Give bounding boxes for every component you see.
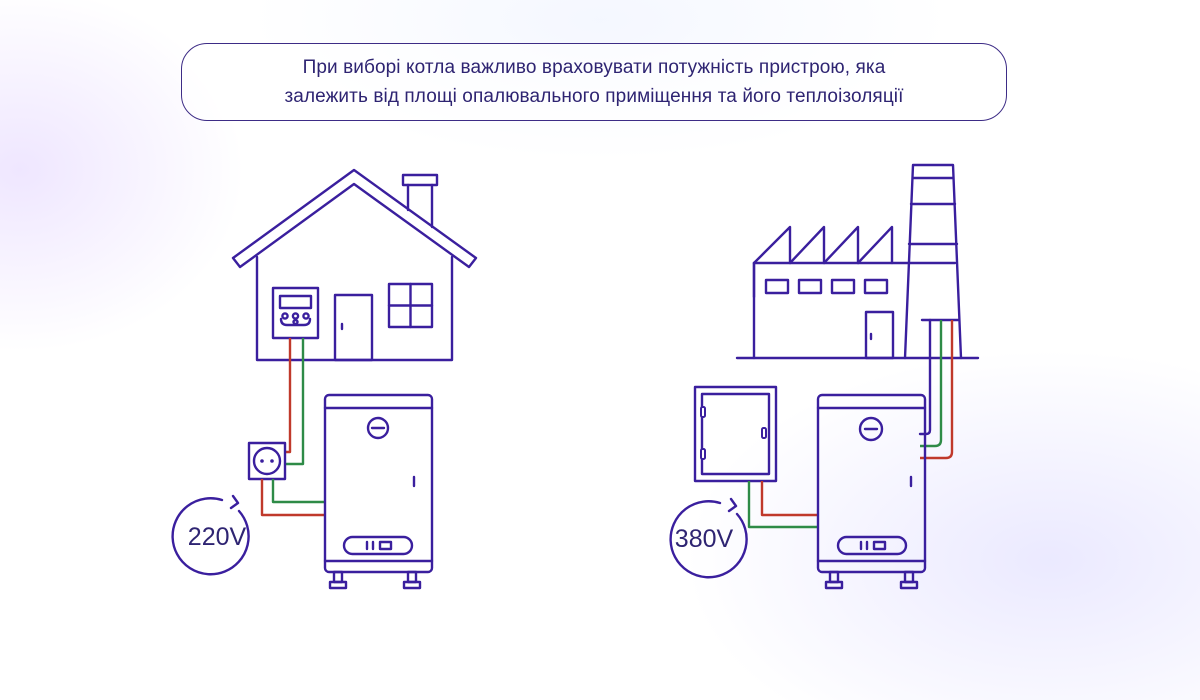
phase-wire [284, 338, 292, 454]
boiler-icon [323, 393, 434, 590]
voltage-badge-380: 380V [669, 497, 748, 579]
ground-wire [271, 479, 325, 504]
ground-wire [920, 320, 943, 448]
factory-icon [735, 163, 980, 360]
caption-line-2: залежить від площі опалювального приміще… [284, 86, 904, 107]
house-icon [231, 168, 478, 362]
boiler-icon [816, 393, 927, 590]
factory-scenario: 380V [669, 163, 980, 590]
electrical-panel-icon [693, 385, 778, 483]
electric-meter-icon [271, 286, 320, 340]
ground-wire [747, 481, 818, 529]
caption-line-1: При виборі котла важливо враховувати пот… [302, 57, 886, 78]
phase-wire [760, 481, 818, 517]
socket-icon [247, 441, 287, 481]
voltage-label: 380V [675, 525, 734, 553]
phase-wire [920, 320, 954, 460]
house-scenario: 220V [171, 168, 478, 590]
ground-wire [284, 338, 305, 466]
info-caption: При виборі котла важливо враховувати пот… [181, 43, 1007, 121]
voltage-label: 220V [188, 523, 247, 551]
voltage-badge-220: 220V [171, 494, 250, 576]
phase-wire [260, 479, 325, 517]
